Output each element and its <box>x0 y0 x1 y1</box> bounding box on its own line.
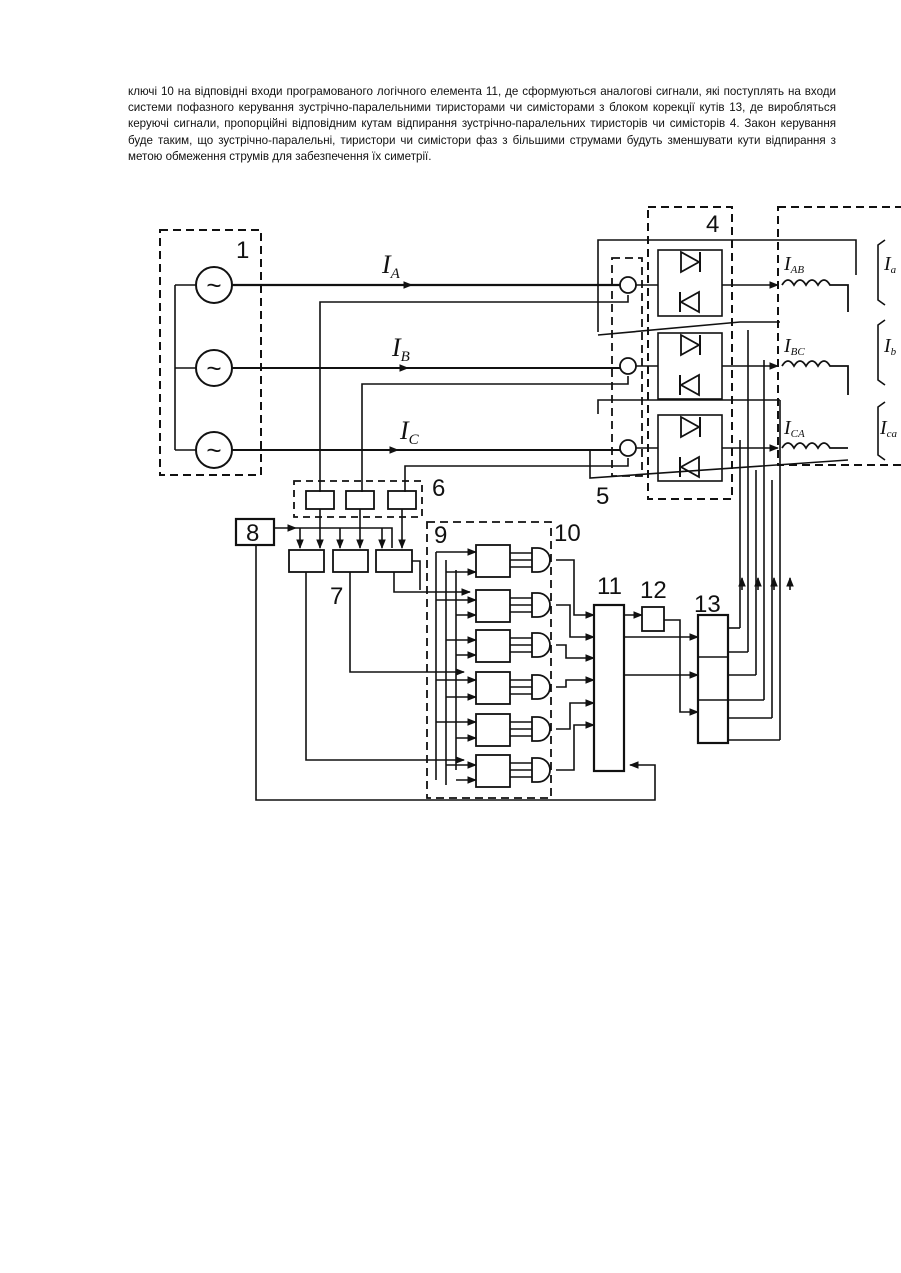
label-block-9: 9 <box>434 522 447 549</box>
label-current-ia: IA <box>381 250 401 282</box>
label-block-8: 8 <box>246 520 259 547</box>
sine-symbol: ~ <box>206 353 221 383</box>
label-block-5: 5 <box>596 483 609 510</box>
label-block-12: 12 <box>640 577 667 604</box>
label-block-6: 6 <box>432 475 445 502</box>
label-current-right-3: Ica <box>879 417 898 440</box>
label-block-7: 7 <box>330 583 343 610</box>
block-7 <box>289 550 412 572</box>
block-9-10 <box>427 522 551 798</box>
label-block-10: 10 <box>554 520 581 547</box>
block-11 <box>594 605 624 771</box>
label-block-4: 4 <box>706 211 719 238</box>
label-current-ic: IC <box>399 416 420 448</box>
label-block-1: 1 <box>236 237 249 264</box>
label-current-iab: IAB <box>783 253 804 276</box>
label-block-13: 13 <box>694 591 721 618</box>
label-current-ibc: IBC <box>783 335 805 358</box>
label-current-ib: IB <box>391 333 410 365</box>
label-current-ica: ICA <box>783 417 805 440</box>
label-current-right-1: Ia <box>883 253 897 276</box>
block-12 <box>642 607 664 631</box>
sine-symbol: ~ <box>206 270 221 300</box>
label-block-11: 11 <box>597 573 622 600</box>
sine-symbol: ~ <box>206 435 221 465</box>
block-13 <box>698 615 728 743</box>
thyristor-block-4 <box>648 207 732 499</box>
label-current-right-2: Ib <box>883 335 897 358</box>
